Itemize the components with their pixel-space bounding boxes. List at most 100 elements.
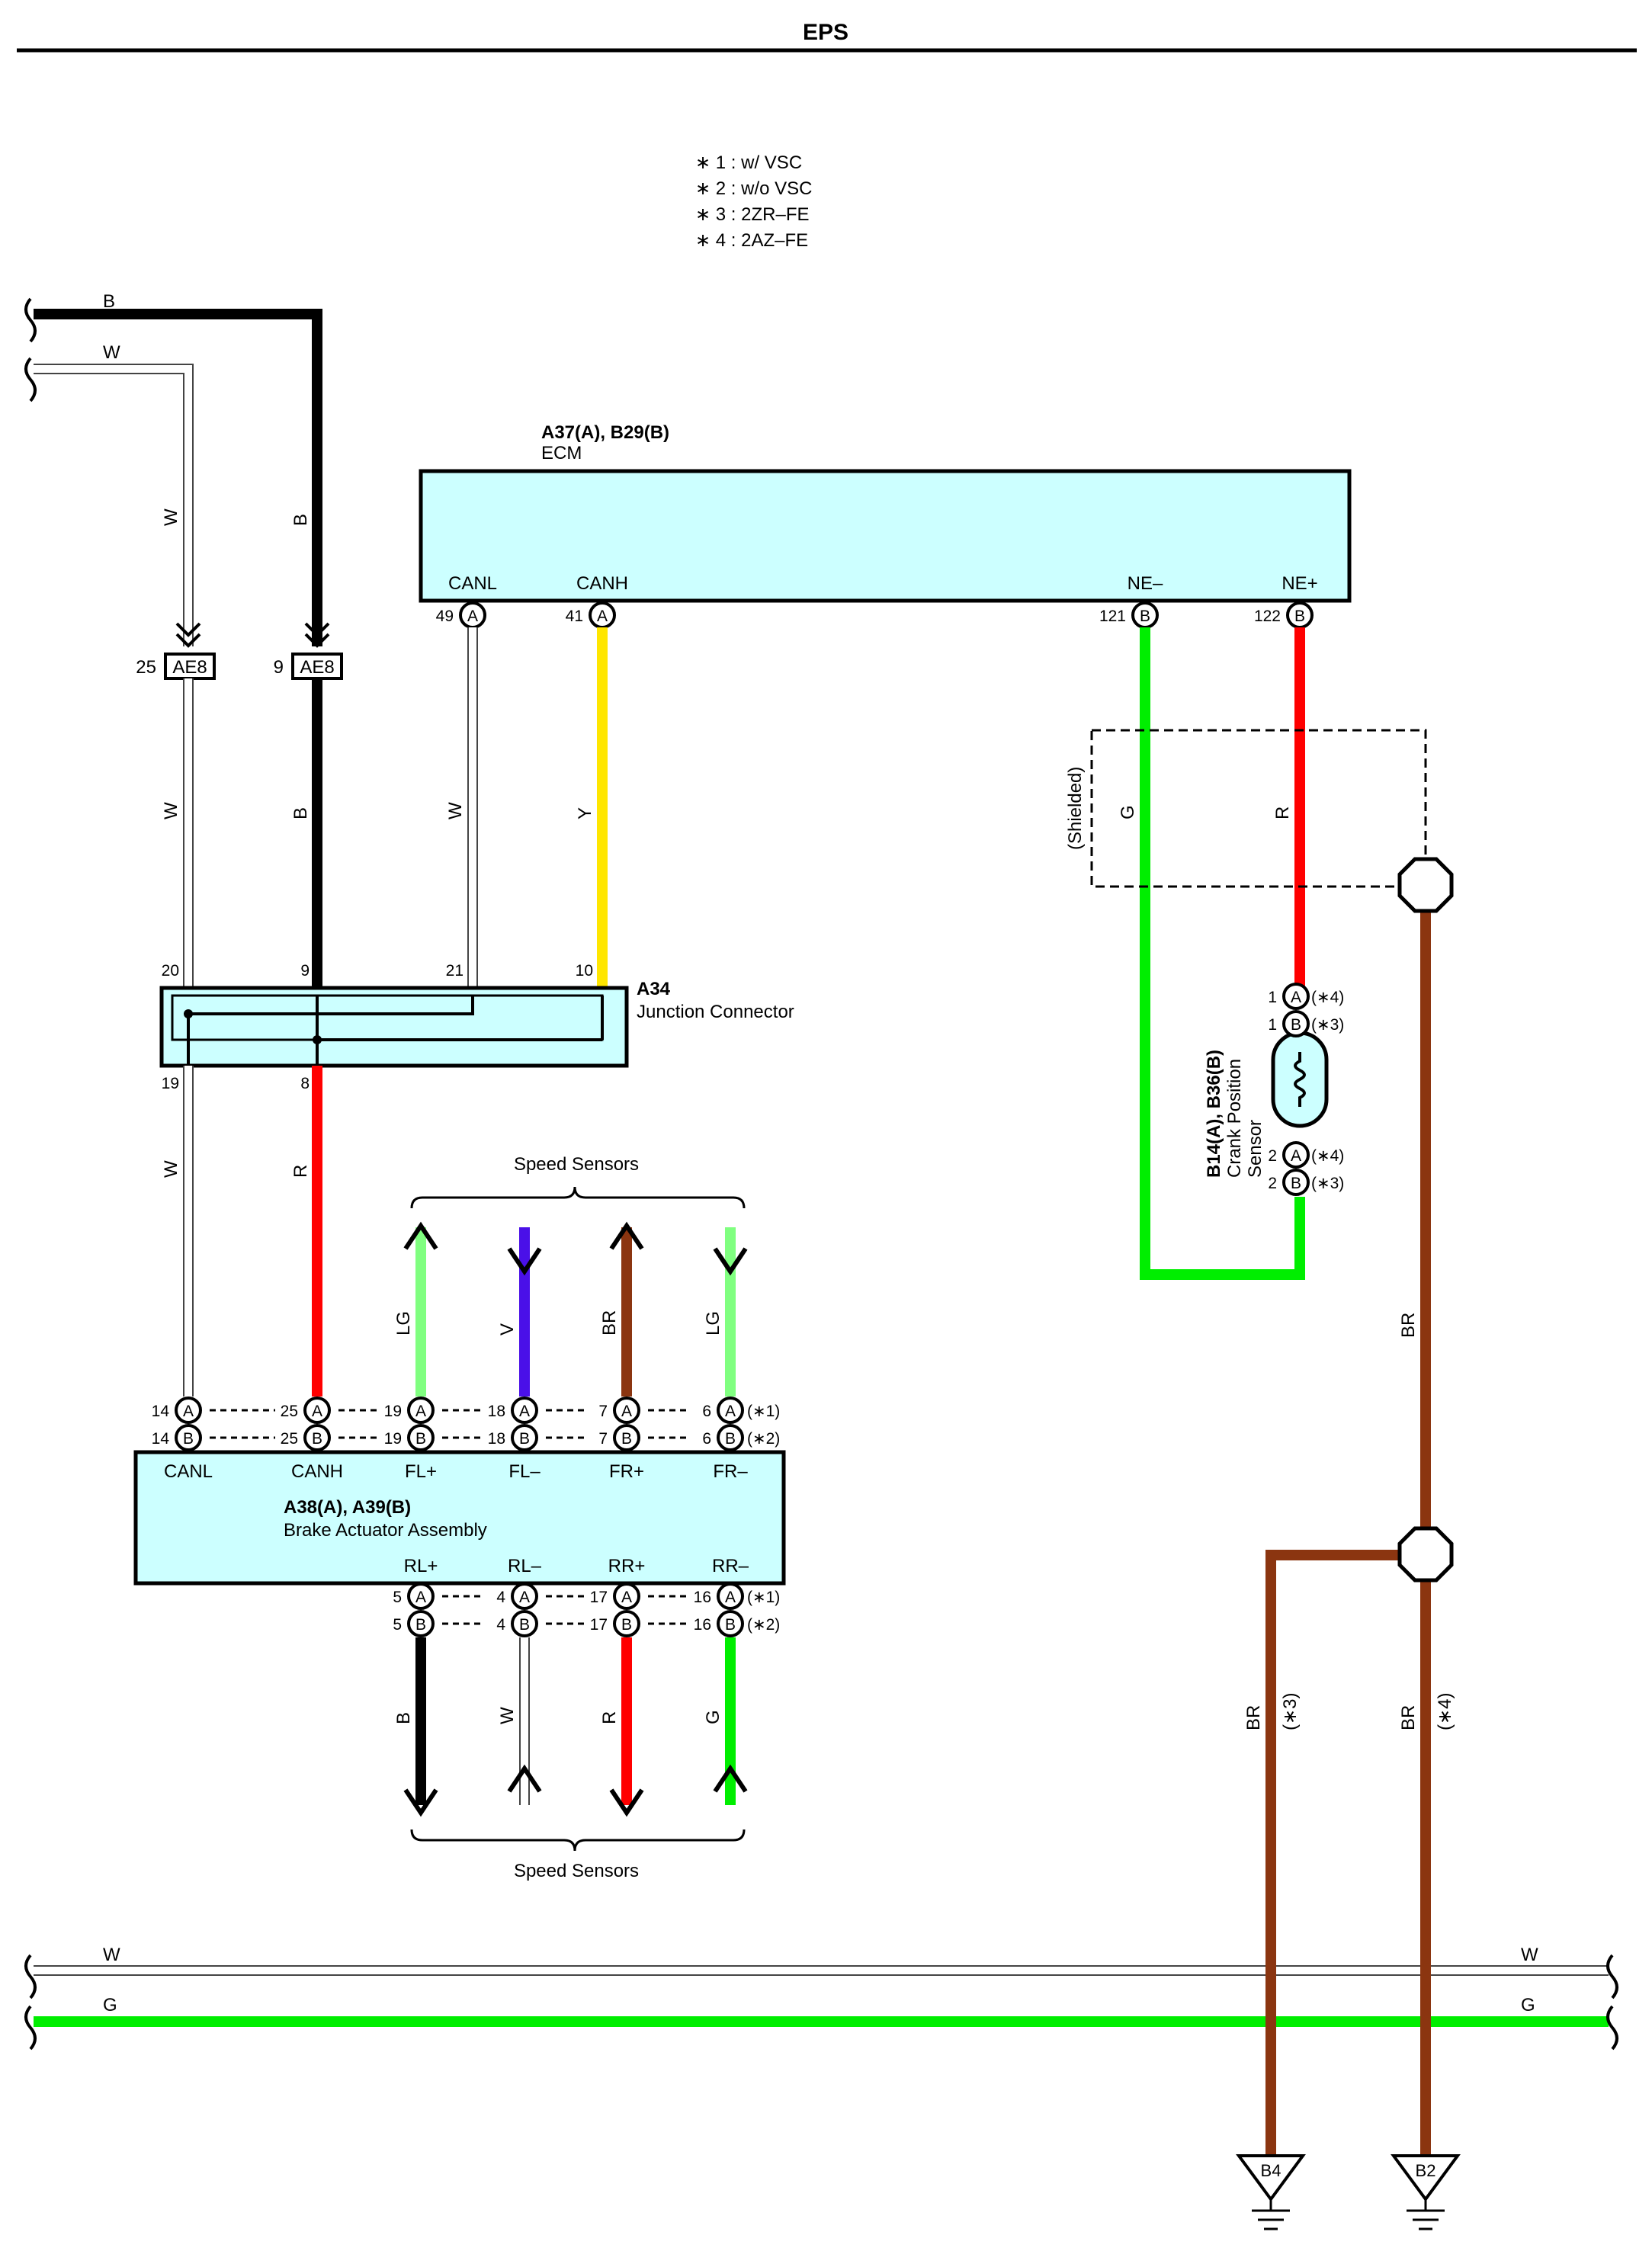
svg-text:A: A <box>1291 989 1301 1006</box>
top-b-wire: B <box>34 291 322 646</box>
svg-text:W: W <box>103 1945 120 1965</box>
ecm-pin-label-ne-minus: NE– <box>1128 573 1163 594</box>
svg-text:B: B <box>312 1430 322 1448</box>
crank-pin-1a: 1 A (∗4) <box>1268 983 1344 1010</box>
actuator-pin-top-19a: 19 A <box>384 1397 435 1424</box>
svg-text:A: A <box>415 1403 426 1420</box>
actuator-bottom-note-1: (∗1) <box>747 1589 780 1606</box>
svg-text:A: A <box>621 1403 632 1420</box>
speed-top-wire-label-1: LG <box>393 1311 414 1336</box>
shield-box <box>1090 729 1427 888</box>
break-mark-b <box>24 297 37 343</box>
ne-minus-wire-label: G <box>1118 805 1138 819</box>
ground-branch-wire <box>1265 1550 1426 2156</box>
svg-text:41: 41 <box>566 608 583 625</box>
svg-text:121: 121 <box>1099 608 1126 625</box>
actuator-bottom-labels: RL+ RL– RR+ RR– <box>404 1556 749 1576</box>
svg-text:G: G <box>1521 1995 1535 2015</box>
svg-text:A: A <box>183 1403 194 1420</box>
ecm: A37(A), B29(B) ECM CANL CANH NE– NE+ <box>419 422 1352 603</box>
svg-text:A: A <box>467 608 478 625</box>
speed-top-wire-label-4: LG <box>703 1311 723 1336</box>
speed-sensors-top: Speed Sensors <box>410 1154 746 1209</box>
svg-text:17: 17 <box>590 1616 608 1634</box>
actuator-top-label-5: FR+ <box>609 1461 644 1482</box>
svg-text:(∗3): (∗3) <box>1311 1016 1344 1034</box>
actuator-bottom-label-4: RR– <box>712 1556 749 1576</box>
top-b-label: B <box>103 291 115 312</box>
svg-text:B: B <box>725 1430 736 1448</box>
svg-text:2: 2 <box>1268 1147 1277 1165</box>
svg-text:B: B <box>415 1616 426 1634</box>
svg-text:B4: B4 <box>1261 2161 1282 2180</box>
svg-text:5: 5 <box>393 1589 402 1606</box>
svg-text:25: 25 <box>281 1403 298 1420</box>
page-title: EPS <box>803 20 848 45</box>
svg-text:B: B <box>1291 1016 1301 1034</box>
break-mark-bus-w-left <box>24 1954 37 1999</box>
svg-text:B: B <box>519 1616 530 1634</box>
actuator-bottom-label-3: RR+ <box>608 1556 646 1576</box>
speed-sensors-bottom: Speed Sensors <box>410 1829 746 1881</box>
svg-text:18: 18 <box>488 1403 505 1420</box>
speed-bottom-arrow-2 <box>507 1764 542 1793</box>
top-w-label: W <box>103 342 120 363</box>
svg-text:B: B <box>1140 608 1150 625</box>
speed-bottom-arrow-1 <box>403 1788 438 1817</box>
actuator-bottom-label-1: RL+ <box>404 1556 438 1576</box>
actuator-bottom-label-2: RL– <box>508 1556 542 1576</box>
break-mark-w <box>24 357 37 402</box>
note-4: ∗ 4 : 2AZ–FE <box>695 230 808 251</box>
svg-text:(∗4): (∗4) <box>1311 989 1344 1006</box>
crank-pin-2a: 2 A (∗4) <box>1268 1141 1344 1169</box>
svg-text:4: 4 <box>496 1616 505 1634</box>
left-w-wire-label-2: W <box>161 802 181 819</box>
ecm-pin-121: 121 B <box>1099 601 1159 629</box>
bottom-bus-w: W W <box>34 1945 1609 1976</box>
speed-bottom-wire-label-1: B <box>393 1712 414 1724</box>
svg-text:7: 7 <box>598 1430 608 1448</box>
canh-low-label: R <box>290 1165 311 1178</box>
svg-text:Speed Sensors: Speed Sensors <box>514 1154 639 1175</box>
ecm-pin-49: 49 A <box>436 601 486 629</box>
svg-text:4: 4 <box>496 1589 505 1606</box>
speed-top-arrow-3 <box>609 1221 644 1250</box>
svg-text:W: W <box>1521 1945 1538 1965</box>
ne-minus-wire <box>1140 627 1305 1280</box>
top-w-wire: W <box>34 342 194 646</box>
crank-pin-2b: 2 B (∗3) <box>1268 1169 1344 1196</box>
ecm-name: ECM <box>541 443 582 463</box>
svg-text:B: B <box>1294 608 1305 625</box>
shielded-label: (Shielded) <box>1065 767 1086 850</box>
canl-wire-label: W <box>445 802 466 819</box>
svg-text:122: 122 <box>1254 608 1281 625</box>
actuator-top-label-3: FL+ <box>405 1461 437 1482</box>
actuator-top-label-4: FL– <box>508 1461 541 1482</box>
break-mark-bus-w-right <box>1606 1954 1618 1999</box>
actuator-top-label-2: CANH <box>291 1461 343 1482</box>
brake-actuator-name: Brake Actuator Assembly <box>284 1520 487 1541</box>
svg-text:(∗3): (∗3) <box>1311 1175 1344 1192</box>
svg-text:19: 19 <box>384 1403 402 1420</box>
left-b-wire-label-1: B <box>290 514 311 526</box>
svg-text:1: 1 <box>1268 989 1277 1006</box>
ecm-pin-label-canl: CANL <box>448 573 497 594</box>
svg-text:AE8: AE8 <box>172 657 207 678</box>
actuator-bottom-note-2: (∗2) <box>747 1616 780 1634</box>
svg-text:21: 21 <box>446 962 464 980</box>
svg-text:9: 9 <box>274 657 284 678</box>
speed-top-wire-label-3: BR <box>599 1310 620 1336</box>
speed-top-wire-label-2: V <box>497 1323 518 1336</box>
ecm-pin-label-canh: CANH <box>576 573 628 594</box>
ecm-ref: A37(A), B29(B) <box>541 422 669 443</box>
